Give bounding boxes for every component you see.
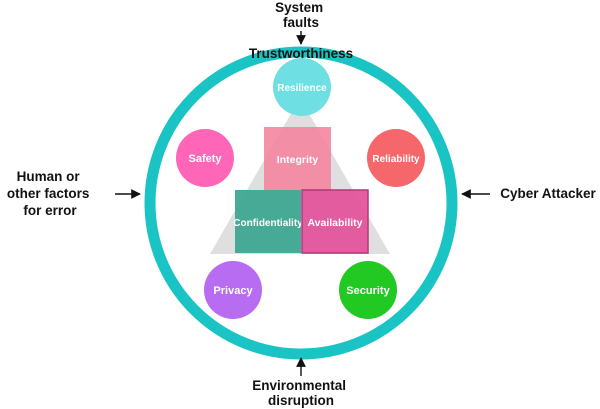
confidentiality-label: Confidentiality <box>233 218 303 229</box>
external-top-label: System faults <box>275 0 327 30</box>
external-bottom-label: Environmental disruption <box>252 378 350 408</box>
external-left-line-1: Human or <box>17 169 81 184</box>
availability-label: Availability <box>307 217 362 229</box>
external-left-label: Human or other factors for error <box>7 169 93 218</box>
privacy-node <box>204 261 262 319</box>
integrity-label: Integrity <box>277 154 319 166</box>
external-bottom-line-1: Environmental <box>252 378 346 393</box>
external-top-line-1: System <box>275 0 323 15</box>
external-top-line-2: faults <box>283 15 319 30</box>
ring-title: Trustworthiness <box>249 46 353 61</box>
security-label: Security <box>346 285 390 297</box>
reliability-node <box>367 129 425 187</box>
external-bottom-line-2: disruption <box>268 393 334 408</box>
external-left-line-3: for error <box>23 203 77 218</box>
availability-square <box>301 189 369 254</box>
reliability-label: Reliability <box>372 154 420 165</box>
external-right-line-1: Cyber Attacker <box>500 186 596 201</box>
privacy-label: Privacy <box>213 285 253 297</box>
resilience-label: Resilience <box>277 83 327 94</box>
external-left-line-2: other factors <box>7 186 90 201</box>
resilience-node <box>273 58 331 116</box>
security-node <box>339 261 397 319</box>
safety-label: Safety <box>188 153 222 165</box>
safety-node <box>176 129 234 187</box>
integrity-square <box>264 127 331 190</box>
trustworthiness-ring <box>144 46 458 360</box>
external-right-label: Cyber Attacker <box>500 186 596 201</box>
confidentiality-square <box>235 190 301 253</box>
